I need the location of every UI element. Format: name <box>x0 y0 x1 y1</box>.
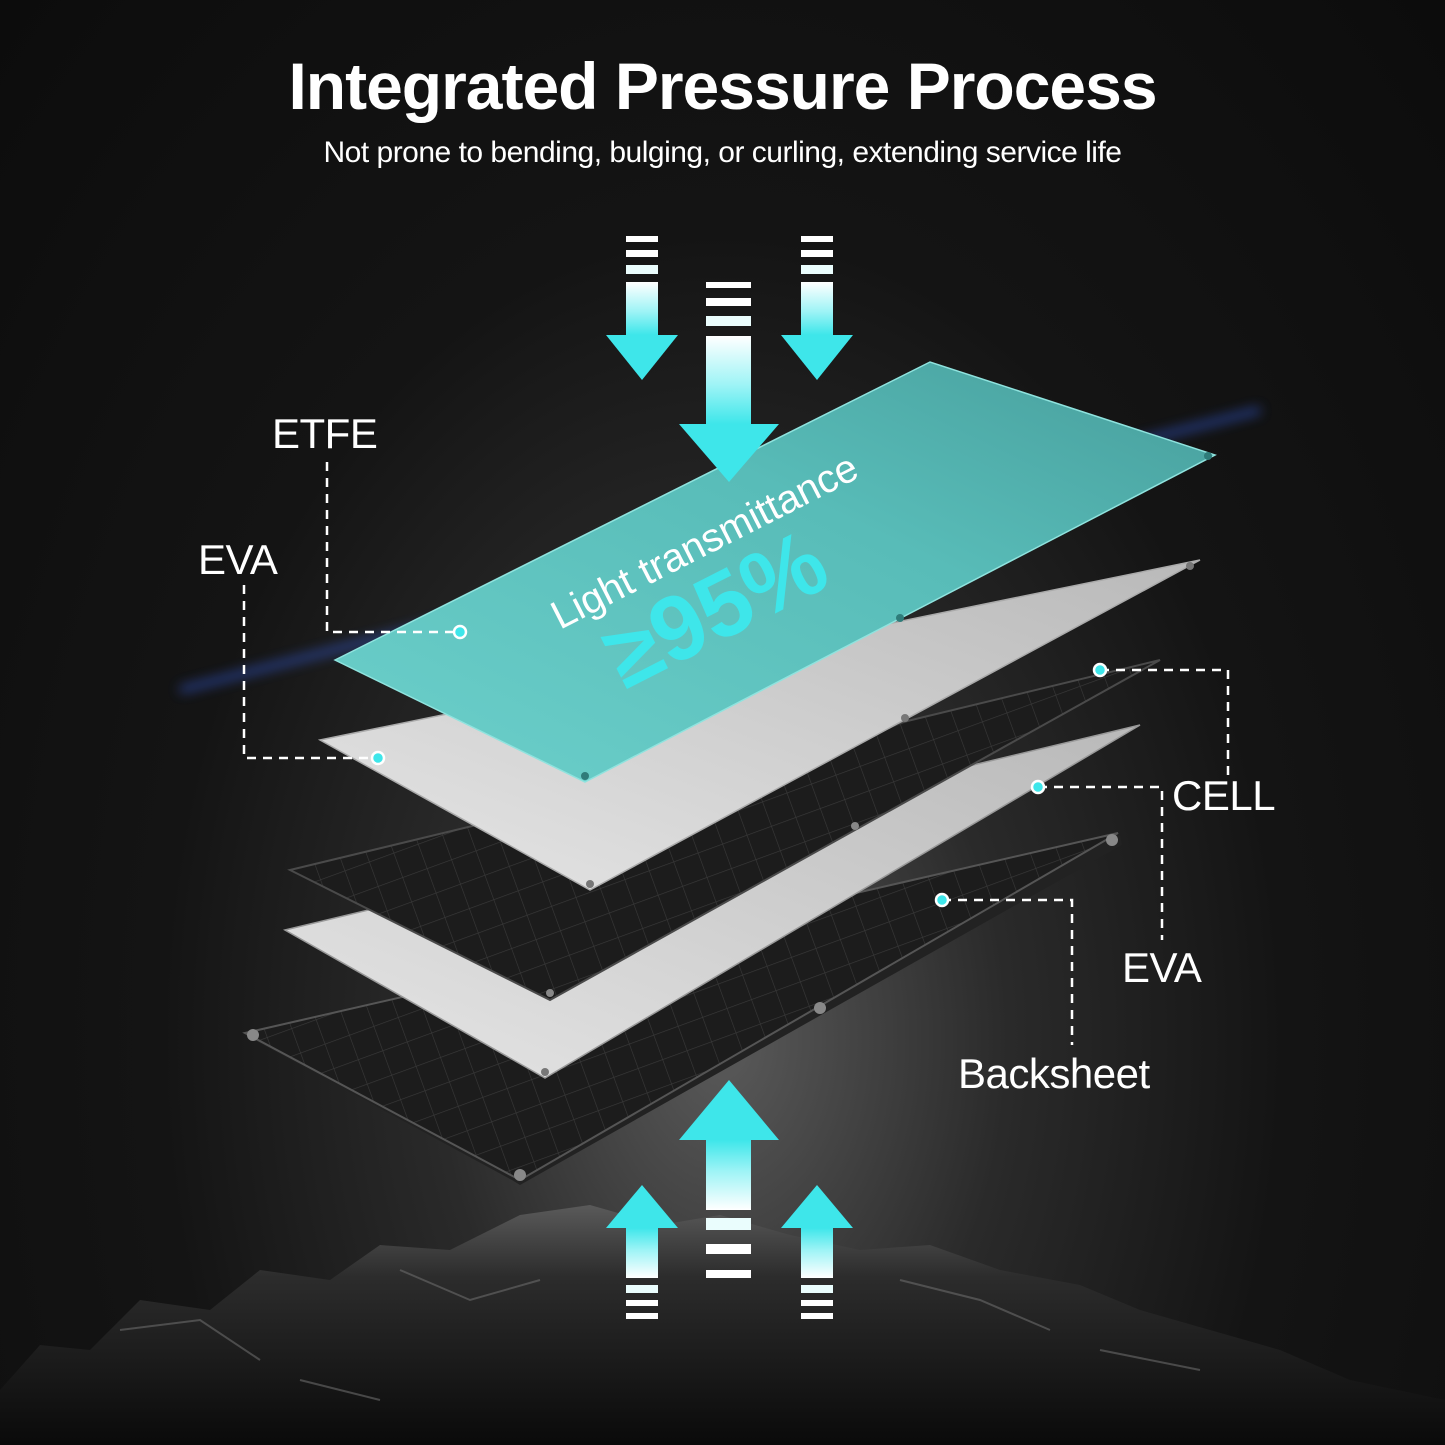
page-subtitle: Not prone to bending, bulging, or curlin… <box>323 136 1122 169</box>
backsheet-label: Backsheet <box>958 1050 1150 1097</box>
cell-dot <box>1092 662 1108 678</box>
down-arrow-icon <box>781 236 853 380</box>
eva-top-dot <box>370 750 386 766</box>
eva-bottom-dot <box>1030 779 1046 795</box>
etfe-layer: Light transmittance ≥95% <box>179 361 1261 783</box>
page-title: Integrated Pressure Process <box>288 49 1157 123</box>
eva-bottom-leader <box>1038 785 1164 940</box>
backsheet-layer <box>242 832 1122 1185</box>
up-arrow-icon <box>781 1185 853 1319</box>
backsheet-dot <box>934 892 950 908</box>
rock-base <box>0 1205 1445 1445</box>
etfe-dot <box>452 624 468 640</box>
eva-top-label: EVA <box>198 536 278 583</box>
pressure-up-arrows <box>606 1080 853 1319</box>
leader-lines <box>242 462 1230 1045</box>
down-arrow-icon <box>679 282 779 482</box>
up-arrow-icon <box>679 1080 779 1278</box>
etfe-leader <box>325 462 460 634</box>
pressure-down-arrows <box>606 236 853 482</box>
eva-bottom-label: EVA <box>1122 944 1202 991</box>
leader-dots <box>370 624 1108 908</box>
up-arrow-icon <box>606 1185 678 1319</box>
cell-label: CELL <box>1172 772 1276 819</box>
backsheet-leader <box>942 898 1074 1045</box>
eva-top-leader <box>242 585 378 760</box>
down-arrow-icon <box>606 236 678 380</box>
cell-leader <box>1100 668 1230 780</box>
etfe-label: ETFE <box>272 410 378 457</box>
